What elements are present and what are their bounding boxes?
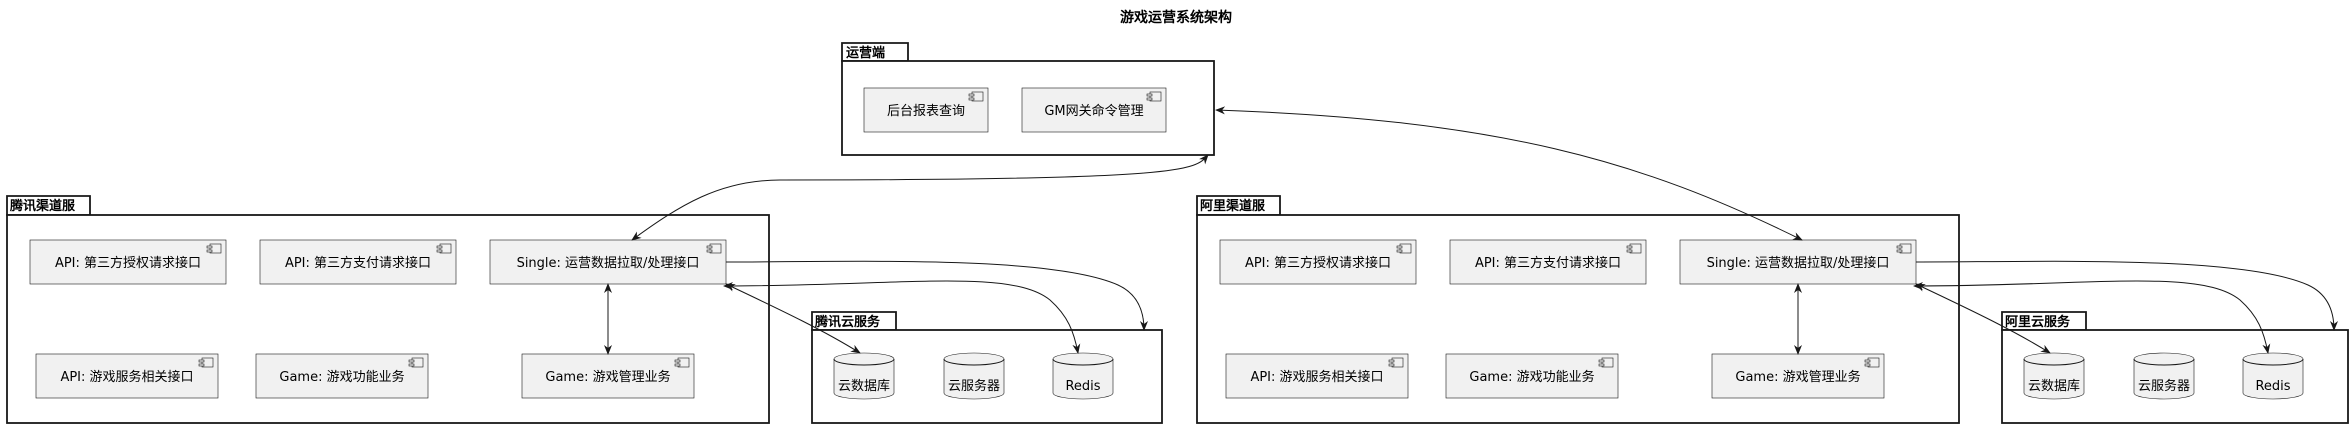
component-ali-pay[interactable]: API: 第三方支付请求接口 — [1449, 239, 1647, 285]
component-ali-single-label: Single: 运营数据拉取/处理接口 — [1707, 255, 1890, 271]
component-icon — [1146, 91, 1162, 102]
connectors — [604, 106, 2338, 355]
database-tencent-redis[interactable]: Redis — [1052, 352, 1114, 400]
component-tencent-single-label: Single: 运营数据拉取/处理接口 — [517, 255, 700, 271]
component-icon — [1388, 357, 1404, 368]
component-icon — [1396, 243, 1412, 254]
component-ali-pay-label: API: 第三方支付请求接口 — [1475, 255, 1621, 271]
component-report[interactable]: 后台报表查询 — [863, 87, 989, 133]
database-ali-db-label: 云数据库 — [2028, 378, 2080, 394]
component-icon — [706, 243, 722, 254]
edge-ali-single-cloud — [1915, 260, 2338, 331]
component-icon — [436, 243, 452, 254]
diagram-title: 游戏运营系统架构 — [1120, 9, 1232, 26]
component-ali-auth-label: API: 第三方授权请求接口 — [1245, 255, 1391, 271]
component-ali-gameapi-label: API: 游戏服务相关接口 — [1250, 369, 1383, 385]
component-icon — [1896, 243, 1912, 254]
database-ali-redis-label: Redis — [2255, 379, 2290, 394]
component-ali-gamemgmt[interactable]: Game: 游戏管理业务 — [1711, 353, 1885, 399]
database-tencent-db[interactable]: 云数据库 — [833, 352, 895, 400]
database-tencent-db-label: 云数据库 — [838, 378, 890, 394]
component-icon — [408, 357, 424, 368]
component-gm[interactable]: GM网关命令管理 — [1021, 87, 1167, 133]
component-icon — [1598, 357, 1614, 368]
component-ali-gameapi[interactable]: API: 游戏服务相关接口 — [1225, 353, 1409, 399]
edge-ali-single-ops — [1215, 106, 1803, 241]
component-tencent-gamemgmt[interactable]: Game: 游戏管理业务 — [521, 353, 695, 399]
database-ali-server-label: 云服务器 — [2138, 378, 2190, 394]
component-icon — [968, 91, 984, 102]
component-tencent-auth-label: API: 第三方授权请求接口 — [55, 255, 201, 271]
component-tencent-gamemgmt-label: Game: 游戏管理业务 — [545, 369, 670, 385]
component-ali-gamefunc-label: Game: 游戏功能业务 — [1469, 369, 1594, 385]
database-ali-redis[interactable]: Redis — [2242, 352, 2304, 400]
component-tencent-auth[interactable]: API: 第三方授权请求接口 — [29, 239, 227, 285]
package-ali-label: 阿里渠道服 — [1200, 198, 1266, 214]
component-gm-label: GM网关命令管理 — [1044, 103, 1143, 119]
component-ali-gamemgmt-label: Game: 游戏管理业务 — [1735, 369, 1860, 385]
database-ali-db[interactable]: 云数据库 — [2023, 352, 2085, 400]
edge-tencent-single-ops — [631, 154, 1209, 241]
edge-ali-single-db — [1915, 283, 2051, 354]
component-tencent-gamefunc-label: Game: 游戏功能业务 — [279, 369, 404, 385]
database-tencent-server-label: 云服务器 — [948, 378, 1000, 394]
component-tencent-gameapi-label: API: 游戏服务相关接口 — [60, 369, 193, 385]
edge-tencent-single-cloud — [725, 260, 1148, 331]
component-ali-auth[interactable]: API: 第三方授权请求接口 — [1219, 239, 1417, 285]
package-ops-label: 运营端 — [846, 45, 885, 61]
component-tencent-pay-label: API: 第三方支付请求接口 — [285, 255, 431, 271]
component-icon — [1626, 243, 1642, 254]
component-ali-gamefunc[interactable]: Game: 游戏功能业务 — [1445, 353, 1619, 399]
component-tencent-gameapi[interactable]: API: 游戏服务相关接口 — [35, 353, 219, 399]
component-report-label: 后台报表查询 — [887, 104, 965, 119]
package-tencent-cloud-label: 腾讯云服务 — [814, 314, 881, 330]
component-ali-single[interactable]: Single: 运营数据拉取/处理接口 — [1679, 239, 1917, 285]
edge-tencent-single-db — [725, 283, 861, 354]
component-icon — [198, 357, 214, 368]
database-tencent-server[interactable]: 云服务器 — [943, 352, 1005, 400]
component-tencent-gamefunc[interactable]: Game: 游戏功能业务 — [255, 353, 429, 399]
package-tencent-label: 腾讯渠道服 — [9, 198, 76, 214]
component-tencent-single[interactable]: Single: 运营数据拉取/处理接口 — [489, 239, 727, 285]
package-ali-cloud-label: 阿里云服务 — [2005, 314, 2071, 330]
component-icon — [1864, 357, 1880, 368]
database-ali-server[interactable]: 云服务器 — [2133, 352, 2195, 400]
component-icon — [206, 243, 222, 254]
component-tencent-pay[interactable]: API: 第三方支付请求接口 — [259, 239, 457, 285]
component-icon — [674, 357, 690, 368]
database-tencent-redis-label: Redis — [1065, 379, 1100, 394]
